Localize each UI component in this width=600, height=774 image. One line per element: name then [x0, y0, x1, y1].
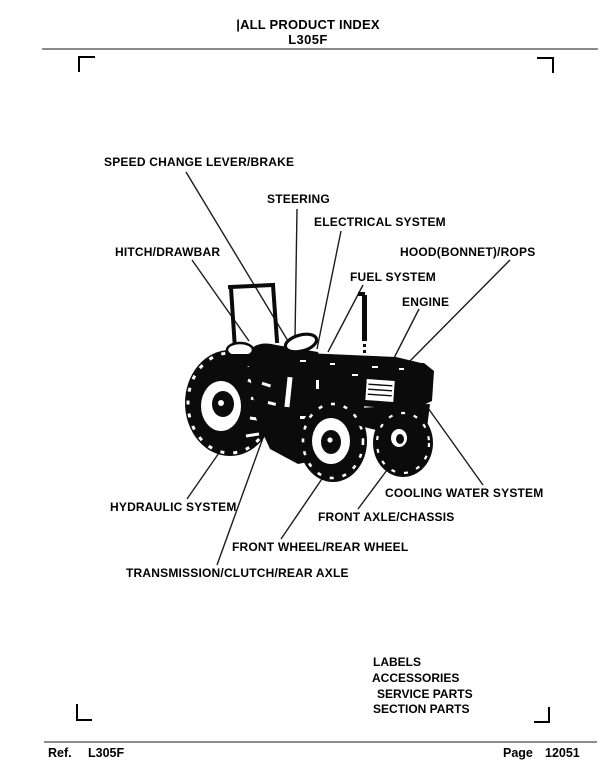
callout-hydraulic-system[interactable]: HYDRAULIC SYSTEM [110, 500, 237, 514]
page-header: |ALL PRODUCT INDEX L305F [16, 17, 600, 47]
rops-frame [227, 282, 280, 352]
footer-ref-value: L305F [88, 746, 125, 760]
crop-mark-bottom-left-icon [76, 704, 92, 721]
leader-electrical-system [316, 230, 342, 350]
leader-steering [294, 208, 298, 340]
callout-speed-change-lever-brake[interactable]: SPEED CHANGE LEVER/BRAKE [104, 155, 295, 169]
footer-page-value: 12051 [545, 746, 580, 760]
leader-hydraulic-system [186, 449, 222, 500]
callout-fuel-system[interactable]: FUEL SYSTEM [350, 270, 436, 284]
leader-hood-bonnet-rops [408, 259, 511, 363]
header-divider [42, 48, 598, 50]
body-highlights [261, 360, 404, 419]
leader-engine [391, 308, 420, 363]
crop-mark-top-left-icon [78, 56, 95, 72]
callout-steering[interactable]: STEERING [267, 192, 330, 206]
callout-front-axle-chassis[interactable]: FRONT AXLE/CHASSIS [318, 510, 455, 524]
tractor-illustration [185, 282, 434, 482]
callout-front-wheel-rear-wheel[interactable]: FRONT WHEEL/REAR WHEEL [232, 540, 409, 554]
callout-electrical-system[interactable]: ELECTRICAL SYSTEM [314, 215, 446, 229]
index-link-section-parts[interactable]: SECTION PARTS [373, 702, 470, 716]
footer-ref-label: Ref. [48, 746, 72, 760]
index-link-labels[interactable]: LABELS [373, 655, 421, 669]
leader-speed-change-lever-brake [185, 171, 289, 342]
leader-lines [185, 171, 511, 566]
leader-front-wheel-rear-wheel [280, 469, 329, 540]
leader-fuel-system [327, 284, 364, 353]
callout-cooling-water-system[interactable]: COOLING WATER SYSTEM [385, 486, 544, 500]
index-link-service-parts[interactable]: SERVICE PARTS [377, 687, 473, 701]
index-link-accessories[interactable]: ACCESSORIES [372, 671, 460, 685]
callout-transmission-clutch-rear-axle[interactable]: TRANSMISSION/CLUTCH/REAR AXLE [126, 566, 349, 580]
callout-engine[interactable]: ENGINE [402, 295, 450, 309]
leader-transmission-clutch-rear-axle [216, 423, 269, 566]
footer-page-label: Page [503, 746, 533, 760]
steering-wheel [283, 332, 319, 354]
grille [365, 379, 395, 402]
crop-mark-top-right-icon [537, 57, 554, 73]
crop-mark-bottom-right-icon [534, 707, 550, 723]
callout-hood-bonnet-rops[interactable]: HOOD(BONNET)/ROPS [400, 245, 536, 259]
leader-hitch-drawbar [191, 259, 250, 342]
footer-divider [44, 741, 597, 743]
exhaust-pipe [362, 295, 367, 341]
model-code: L305F [288, 32, 328, 47]
callout-hitch-drawbar[interactable]: HITCH/DRAWBAR [115, 245, 221, 259]
page-title: |ALL PRODUCT INDEX [236, 17, 380, 32]
